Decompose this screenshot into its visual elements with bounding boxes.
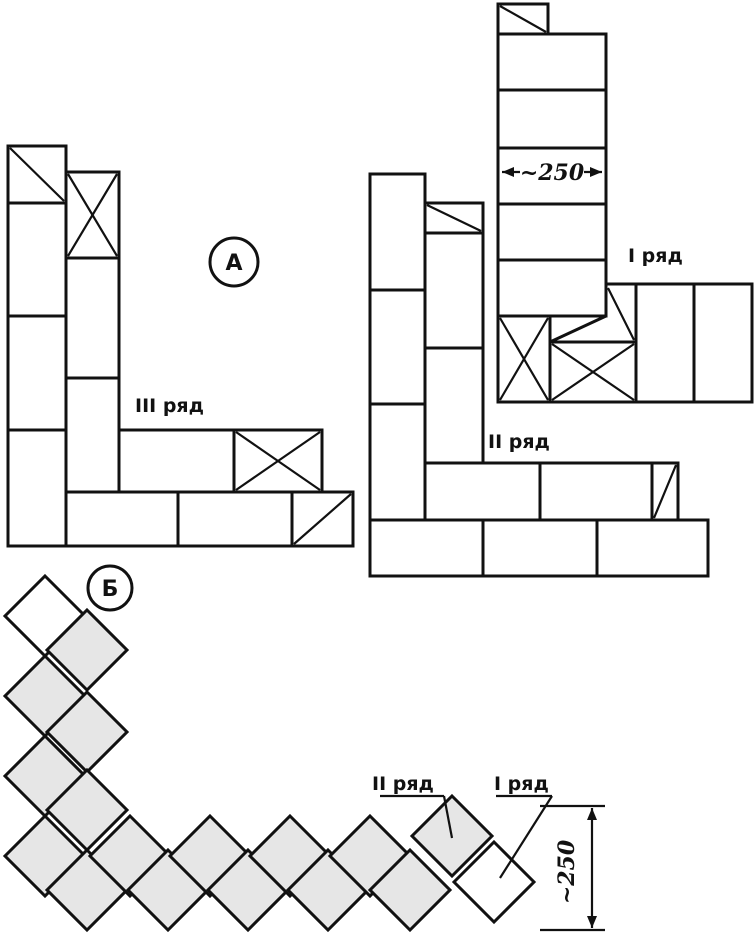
corner-row-1 [496,2,754,404]
label-a: А [225,251,242,276]
diagonal-pattern [2,573,537,933]
label-b-circle: Б [86,564,134,612]
diagonal-brick [451,839,537,925]
row-1-label-b: I ряд [494,773,549,795]
row-1-label: I ряд [628,245,683,267]
label-a-circle: А [208,236,260,288]
dimension-250-b: ~250 [540,804,605,932]
dimension-label-b: ~250 [554,839,580,904]
corner-row-3 [6,144,355,548]
dimension-label-a: ~250 [520,160,585,186]
leader-row-2-b [442,795,454,839]
corner-row-2 [368,172,710,578]
diagonal-brick [367,847,453,933]
dimension-250-a: ~250 [502,160,602,186]
label-b: Б [102,577,119,602]
row-3-label: III ряд [135,395,204,417]
row-2-label-b: II ряд [372,773,434,795]
row-2-label: II ряд [488,431,550,453]
leader-row-1-b [499,795,553,879]
